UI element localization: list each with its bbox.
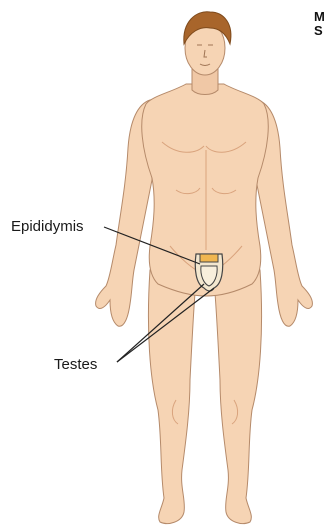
right-leg xyxy=(214,270,262,524)
testes-label: Testes xyxy=(54,356,97,373)
epididymis-shape xyxy=(200,254,218,262)
corner-text-line-1: M xyxy=(314,10,328,24)
corner-text-line-2: S xyxy=(314,24,328,38)
corner-text: M S xyxy=(314,10,328,38)
left-leg xyxy=(148,270,196,524)
epididymis-label: Epididymis xyxy=(11,218,84,235)
